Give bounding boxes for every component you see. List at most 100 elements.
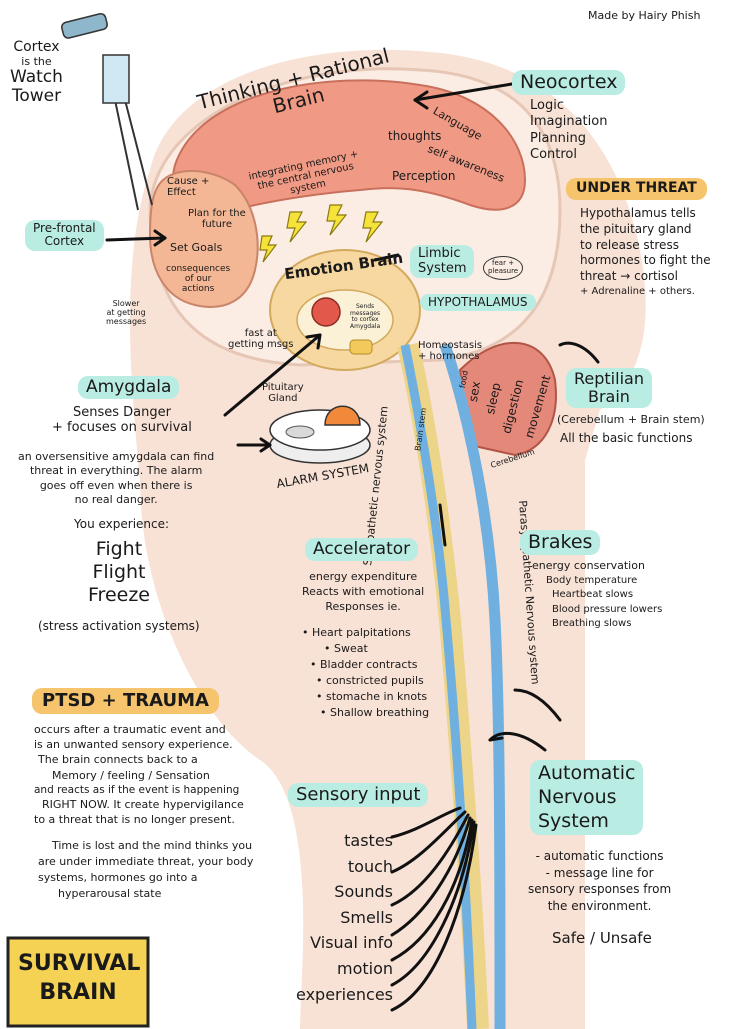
thoughts-text: thoughts	[388, 129, 442, 143]
spine-blue-left	[400, 344, 477, 1029]
ptsd-line: occurs after a traumatic event and	[34, 723, 226, 736]
ptsd-paragraph-2: Time is lost and the mind thinks you are…	[38, 838, 253, 902]
slower-note: Slower at getting messages	[106, 299, 147, 326]
amygdala-desc-line: threat in everything. The alarm	[29, 464, 203, 478]
survival-brain-label: SURVIVAL BRAIN	[18, 951, 141, 1005]
accelerator-line: Responses ie.	[325, 599, 401, 613]
neocortex-label: Neocortex	[512, 70, 626, 96]
reptilian-note: All the basic functions	[560, 431, 693, 445]
homeostasis-note: Homeostasis + hormones	[418, 340, 483, 363]
ptsd-line: is an unwanted sensory experience.	[34, 738, 233, 752]
ptsd-line: Time is lost and the mind thinks you	[52, 839, 253, 852]
ptsd-line: RIGHT NOW. It create hypervigilance	[42, 798, 244, 812]
amygdala-desc-line: no real danger.	[74, 492, 158, 506]
cortex-note-line: Watch	[10, 66, 63, 87]
under-threat-line: threat → cortisol	[580, 269, 678, 284]
brakes-text: energy conservation Body temperature Hea…	[532, 558, 662, 632]
automatic-text: - automatic functions - message line for…	[528, 848, 671, 914]
prefrontal-shape	[148, 169, 259, 308]
fast-note: fast at getting msgs	[228, 328, 294, 351]
accelerator-bullet: • Heart palpitations	[302, 626, 411, 639]
under-threat-line: the pituitary gland	[580, 221, 692, 236]
neocortex-items: Logic Imagination Planning Control	[530, 98, 607, 163]
under-threat-line: + Adrenaline + others.	[580, 286, 695, 298]
under-threat-text: Hypothalamus tells the pituitary gland t…	[580, 206, 711, 298]
alarm-system-icon	[269, 405, 371, 464]
sensory-item: touch	[347, 856, 394, 876]
arrows	[105, 82, 600, 1012]
accelerator-bullet: • Bladder contracts	[310, 657, 418, 671]
prefrontal-item: Plan for the future	[188, 208, 246, 231]
prefrontal-cortex-label: Pre-frontal Cortex	[25, 220, 104, 251]
accelerator-bullet: • Shallow breathing	[320, 705, 430, 719]
reptilian-brain-shape	[458, 341, 557, 457]
automatic-line: the environment.	[547, 898, 652, 913]
spine-blue-right	[439, 343, 506, 1029]
ptsd-line: systems, hormones go into a	[38, 870, 198, 884]
ptsd-paragraph-1: occurs after a traumatic event and is an…	[34, 722, 244, 828]
stress-activation-note: (stress activation systems)	[38, 619, 200, 633]
response-flight: Flight	[92, 560, 146, 583]
cortex-note-line: is the	[21, 54, 52, 68]
neocortex-item: Planning	[530, 130, 586, 146]
cortex-watch-tower-note: Cortex is the Watch Tower	[10, 39, 63, 106]
pituitary-label: Pituitary Gland	[262, 382, 304, 405]
fight-flight-freeze: Fight Flight Freeze	[88, 538, 150, 606]
ptsd-line: and reacts as if the event is happening	[34, 783, 240, 796]
accelerator-line: Reacts with emotional	[302, 584, 425, 598]
brakes-item: Body temperature	[546, 574, 638, 586]
automatic-nervous-system-title: Automatic Nervous System	[530, 760, 644, 836]
survival-brain-box	[6, 936, 150, 1028]
response-freeze: Freeze	[88, 583, 150, 606]
ptsd-line: Memory / feeling / Sensation	[52, 768, 210, 782]
prefrontal-item: Set Goals	[170, 241, 223, 254]
sensory-item: Visual info	[310, 933, 394, 953]
limbic-note: fear + pleasure	[483, 256, 524, 280]
credit-text: Made by Hairy Phish	[588, 9, 701, 22]
limbic-system-label: Limbic System	[410, 245, 475, 279]
neocortex-item: Imagination	[530, 114, 608, 130]
accelerator-bullets: • Heart palpitations • Sweat • Bladder c…	[302, 625, 429, 721]
amygdala-desc-line: goes off even when there is	[39, 478, 193, 492]
amygdala-title: Amygdala	[78, 376, 180, 400]
sensory-item: Smells	[340, 907, 394, 927]
hypothalamus-label: HYPOTHALAMUS	[420, 294, 536, 312]
accelerator-title: Accelerator	[305, 538, 419, 562]
amygdala-shape	[311, 297, 341, 327]
brakes-item: Heartbeat slows	[552, 589, 634, 601]
sensory-item: motion	[336, 958, 394, 978]
safe-unsafe: Safe / Unsafe	[552, 929, 652, 947]
sensory-item: experiences	[296, 984, 394, 1004]
perception-text: Perception	[392, 169, 456, 183]
amygdala-desc-line: an oversensitive amygdala can find	[18, 450, 215, 463]
prefrontal-item: consequences of our actions	[166, 264, 231, 295]
automatic-line: - automatic functions	[535, 849, 664, 863]
brakes-title: Brakes	[520, 530, 601, 556]
automatic-line: - message line for	[545, 865, 654, 880]
under-threat-line: hormones to fight the	[580, 253, 711, 268]
automatic-line: sensory responses from	[528, 882, 672, 897]
amygdala-desc: an oversensitive amygdala can find threa…	[18, 450, 214, 507]
ptsd-title: PTSD + TRAUMA	[32, 688, 219, 715]
sends-messages-note: Sends messages to cortex Amygdala	[350, 303, 381, 331]
watch-tower-icon	[61, 12, 153, 211]
ptsd-line: The brain connects back to a	[38, 753, 198, 767]
cortex-note-line: Cortex	[13, 39, 60, 55]
reptilian-brain-title: Reptilian Brain	[566, 368, 652, 408]
lightning-icons	[259, 204, 384, 263]
under-threat-line: Hypothalamus tells	[580, 206, 696, 220]
sensory-list: tastes touch Sounds Smells Visual info m…	[296, 828, 393, 1007]
brakes-item: Blood pressure lowers	[552, 603, 663, 615]
sensory-input-title: Sensory input	[288, 783, 429, 808]
accelerator-bullet: • stomache in knots	[316, 689, 428, 703]
under-threat-line: to release stress	[580, 237, 679, 252]
reptilian-sub: (Cerebellum + Brain stem)	[557, 413, 705, 426]
ptsd-line: hyperarousal state	[58, 886, 162, 900]
response-fight: Fight	[95, 538, 143, 560]
sensory-item: tastes	[344, 831, 394, 850]
brakes-item: energy conservation	[532, 559, 645, 572]
prefrontal-item: Cause + Effect	[167, 176, 210, 199]
ptsd-line: to a threat that is no longer present.	[34, 813, 235, 827]
amygdala-senses: Senses Danger + focuses on survival	[52, 405, 192, 435]
